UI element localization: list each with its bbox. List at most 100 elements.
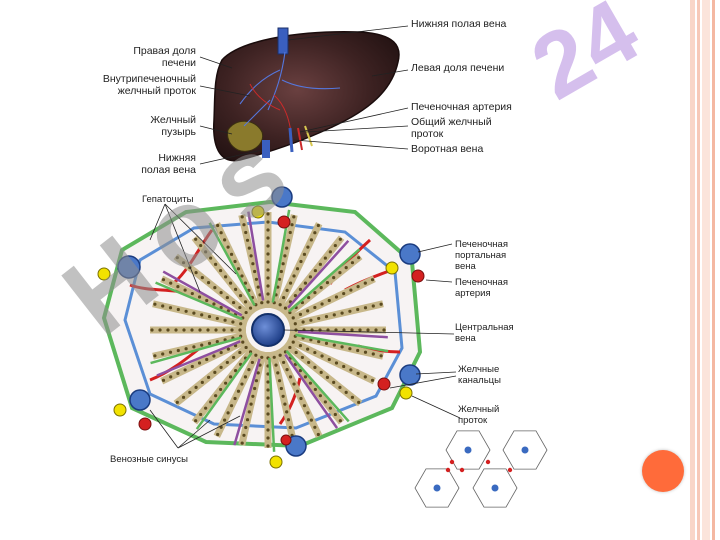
hepatocyte-cell — [161, 352, 165, 356]
hepatocyte-cell — [309, 338, 313, 342]
hepatocyte-cell — [192, 311, 196, 315]
hepatocyte-cell — [266, 244, 270, 248]
hepatocyte-cell — [282, 295, 286, 300]
inset-artery — [459, 467, 465, 473]
hepatocyte-cell — [363, 306, 368, 310]
hepatocyte-cell — [204, 250, 208, 254]
hepatocyte-cell — [323, 400, 327, 404]
hepatocyte-cell — [300, 355, 305, 360]
hepatocyte-cell — [374, 328, 378, 332]
hepatocyte-cell — [266, 212, 270, 216]
hepatocyte-cell — [340, 345, 344, 349]
hepatocyte-cell — [236, 389, 241, 393]
hepatocyte-cell — [214, 262, 218, 266]
hepatocyte-cell — [338, 385, 342, 389]
hepatocyte-cell — [176, 285, 180, 289]
inset-artery — [485, 459, 491, 465]
hepatocyte-cell — [286, 418, 291, 422]
hepatocyte-plate — [152, 300, 248, 329]
hepatocyte-cell — [240, 274, 244, 278]
hepatocyte-cell — [318, 262, 322, 266]
hepatocyte-cell — [176, 307, 180, 312]
hepatocyte-cell — [266, 220, 270, 224]
hepatocyte-cell — [242, 433, 246, 437]
hepatocyte-cell — [338, 237, 342, 241]
hepatocyte-cell — [175, 400, 179, 404]
hepatocyte-cell — [334, 295, 339, 299]
hepatocyte-cell — [298, 369, 303, 373]
hepatocyte-cell — [207, 341, 212, 345]
hepatocyte-cell — [292, 274, 296, 278]
hepatocyte-plate — [286, 336, 376, 385]
hepatocyte-cell — [266, 260, 270, 264]
hepatocyte-cell — [216, 223, 220, 228]
hepatocyte-cell — [266, 268, 270, 272]
hepatocyte-cell — [295, 267, 300, 271]
hepatocyte-plate — [283, 340, 363, 407]
hepatocyte-cell — [286, 238, 291, 242]
hepatocyte-cell — [295, 389, 300, 393]
hepatocyte-cell — [309, 418, 313, 422]
hepatocyte-cell — [316, 432, 320, 437]
hepatocyte-cell — [205, 298, 209, 303]
liver-illustration — [199, 25, 409, 165]
hepatocyte-cell — [212, 302, 216, 306]
hepatocyte-cell — [349, 368, 353, 372]
central-vein — [251, 313, 285, 347]
hepatocyte-cell — [279, 269, 283, 274]
hepatocyte-cell — [301, 320, 305, 324]
hepatocyte-cell — [240, 382, 244, 386]
hepatocyte-cell — [313, 290, 317, 295]
hepatocyte-cell — [371, 352, 375, 356]
hepatocyte-cell — [207, 315, 212, 319]
hepatocyte-cell — [194, 271, 198, 275]
hepatocyte-cell — [266, 236, 270, 240]
hepatocyte-plate — [278, 235, 345, 315]
hepatocyte-cell — [342, 364, 346, 369]
hepatocyte-cell — [344, 390, 348, 394]
hepatocyte-cell — [200, 343, 204, 347]
label-left-lobe: Левая доля печени — [411, 62, 505, 74]
hepatocyte-cell — [299, 259, 303, 264]
label-ivc-upper: Нижняя полая вена — [411, 18, 507, 30]
hepatocyte-plates — [150, 209, 389, 452]
hepatocyte-cell — [285, 246, 289, 250]
hepatocyte-cell — [209, 400, 213, 404]
portal-branch — [162, 270, 243, 317]
hepatocyte-cell — [318, 394, 322, 398]
hepatocyte-plate — [283, 253, 363, 320]
hepatocyte-cell — [251, 262, 255, 266]
hepatocyte-cell — [219, 290, 223, 295]
hepatocyte-cell — [266, 412, 270, 416]
hepatocyte-cell — [288, 230, 292, 235]
hepatocyte-cell — [233, 287, 238, 291]
hepatocyte-cell — [366, 328, 370, 332]
hepatocyte-cell — [183, 288, 187, 292]
hepatocyte-cell — [224, 381, 228, 385]
hepatocyte-cell — [190, 328, 194, 332]
hepatocyte-cell — [319, 286, 323, 290]
hepatocyte-cell — [293, 293, 298, 298]
nav-dot-button[interactable] — [642, 450, 684, 492]
hepatocyte-cell — [223, 418, 227, 422]
hepatocyte-cell — [288, 310, 292, 315]
hepatocyte-cell — [350, 261, 355, 265]
hepatocyte-cell — [303, 281, 308, 285]
hepatocyte-cell — [200, 313, 204, 317]
hepatocyte-cell — [245, 238, 250, 242]
hepatocyte-cell — [174, 328, 178, 332]
hepatocyte-cell — [247, 246, 251, 250]
hepatocyte-cell — [328, 250, 332, 254]
hepatocyte-cell — [225, 360, 229, 365]
hepatocyte-cell — [206, 281, 211, 285]
hepatocyte-cell — [299, 396, 303, 401]
hepatocyte-cell — [238, 305, 242, 310]
hepatocyte-cell — [288, 375, 293, 379]
hepatocyte-cell — [291, 316, 295, 320]
sinus-branch — [195, 352, 253, 430]
hepatocyte-cell — [168, 306, 173, 310]
hepatocyte-cell — [306, 411, 310, 415]
hepatocyte-cell — [244, 425, 248, 430]
hepatocyte-cell — [161, 278, 166, 282]
hepatocyte-plate — [173, 253, 253, 320]
